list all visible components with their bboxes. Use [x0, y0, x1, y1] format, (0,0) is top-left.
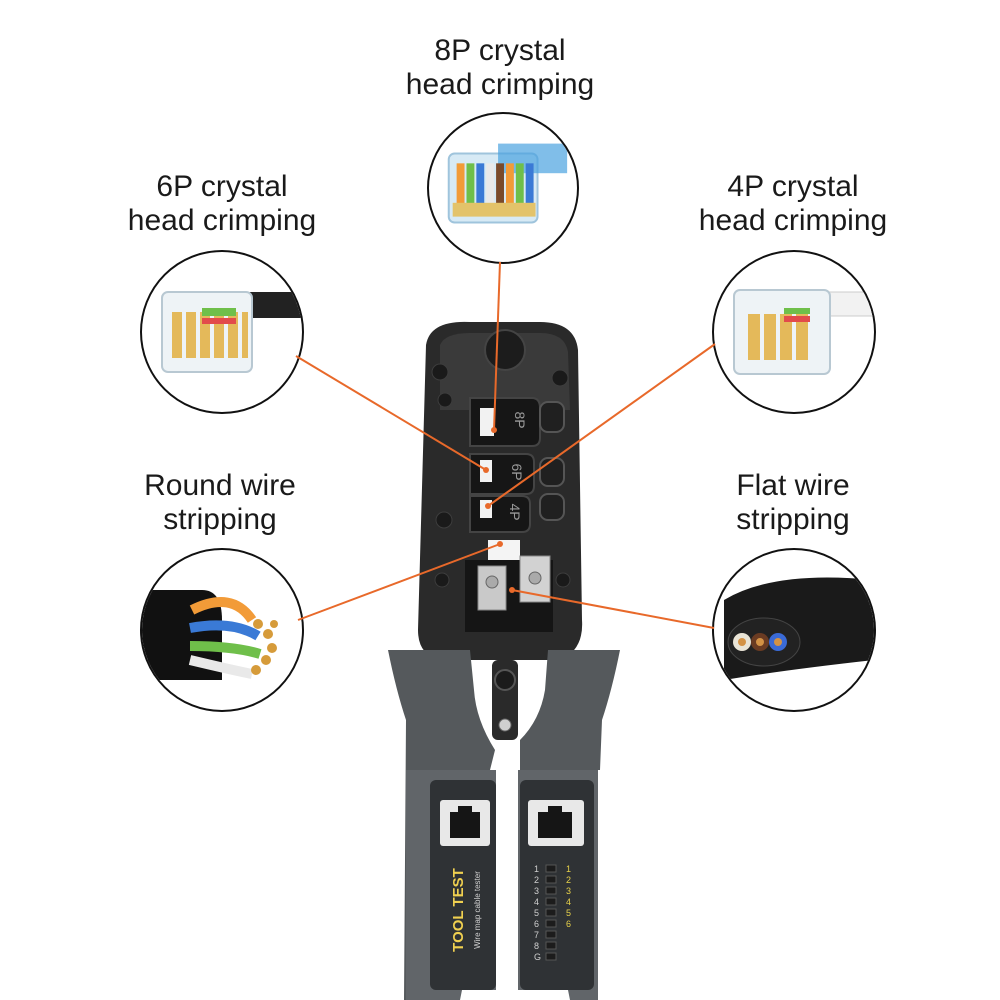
label-4p-crimping: 4P crystal head crimping	[683, 170, 903, 238]
die-6p-insert	[480, 460, 492, 482]
pin-label-right: 3	[566, 886, 571, 896]
label-6p-line2: head crimping	[127, 204, 317, 237]
pin-led	[545, 952, 557, 961]
circle-round-cable	[140, 548, 304, 712]
tester-brand: TOOL TEST	[450, 868, 467, 952]
pin-label-right: 1	[566, 864, 571, 874]
label-round-stripping: Round wire stripping	[110, 469, 330, 537]
rivet-top	[484, 329, 526, 371]
label-round-line1: Round wire	[144, 469, 296, 502]
pin-label-left: 5	[534, 908, 539, 918]
label-8p-line1: 8P crystal	[434, 34, 566, 67]
pin-label-left: 1	[534, 864, 539, 874]
label-6p-line1: 6P crystal	[156, 170, 288, 203]
stripper-slot	[488, 540, 520, 560]
blade-screw-left	[485, 575, 499, 589]
circle-4p-connector	[712, 250, 876, 414]
rivet-right-2	[555, 572, 571, 588]
rj45-port-left-tab	[458, 806, 472, 814]
rj45-port-right-tab	[548, 806, 562, 814]
label-4p-line1: 4P crystal	[727, 170, 859, 203]
label-flat-stripping: Flat wire stripping	[683, 469, 903, 537]
pin-led	[545, 897, 557, 906]
circle-8p-connector	[427, 112, 579, 264]
pin-led	[545, 875, 557, 884]
die-8p-insert	[480, 408, 494, 436]
round-cable-icon	[142, 590, 278, 680]
label-8p-line2: head crimping	[405, 68, 595, 101]
circle-6p-connector	[140, 250, 304, 414]
pin-label-right: 6	[566, 919, 571, 929]
label-flat-line2: stripping	[736, 503, 850, 536]
pin-led	[545, 941, 557, 950]
blade-screw-right	[528, 571, 542, 585]
pivot-rivet	[494, 669, 516, 691]
rivet-left-2	[437, 392, 453, 408]
pin-led	[545, 864, 557, 873]
pin-label-left: G	[534, 952, 541, 962]
pin-label-left: 2	[534, 875, 539, 885]
rj12-6p-icon	[161, 291, 302, 373]
latch-rivet	[498, 718, 512, 732]
die-pad-6p	[539, 457, 565, 487]
die-label-6p: 6P	[509, 463, 525, 480]
pin-label-left: 7	[534, 930, 539, 940]
label-4p-line2: head crimping	[698, 204, 888, 237]
rivet-right-1	[551, 369, 569, 387]
pin-label-right: 2	[566, 875, 571, 885]
pin-label-left: 8	[534, 941, 539, 951]
label-round-line2: stripping	[163, 503, 277, 536]
pin-led	[545, 930, 557, 939]
pin-led	[545, 908, 557, 917]
die-label-8p: 8P	[512, 411, 528, 428]
label-6p-crimping: 6P crystal head crimping	[112, 170, 332, 238]
tester-subtitle: Wire map cable tester	[473, 871, 482, 949]
rj45-8p-icon	[447, 143, 568, 224]
die-pad-4p	[539, 493, 565, 521]
rj11-4p-icon	[733, 289, 874, 375]
pin-led	[545, 886, 557, 895]
rj45-port-left-hole	[450, 812, 480, 838]
rj45-port-right-hole	[538, 812, 572, 838]
circle-flat-cable	[712, 548, 876, 712]
rivet-left-4	[434, 572, 450, 588]
rivet-left-1	[431, 363, 449, 381]
pin-label-left: 3	[534, 886, 539, 896]
rivet-left-3	[435, 511, 453, 529]
right-handle	[520, 650, 620, 770]
die-4p-insert	[480, 500, 492, 518]
flat-cable-icon	[724, 577, 874, 680]
pin-led	[545, 919, 557, 928]
die-label-4p: 4P	[507, 503, 523, 520]
label-flat-line1: Flat wire	[736, 469, 850, 502]
label-8p-crimping: 8P crystal head crimping	[390, 34, 610, 102]
pin-label-left: 4	[534, 897, 539, 907]
pin-label-right: 4	[566, 897, 571, 907]
pin-label-left: 6	[534, 919, 539, 929]
die-pad-8p	[539, 401, 565, 433]
pin-label-right: 5	[566, 908, 571, 918]
